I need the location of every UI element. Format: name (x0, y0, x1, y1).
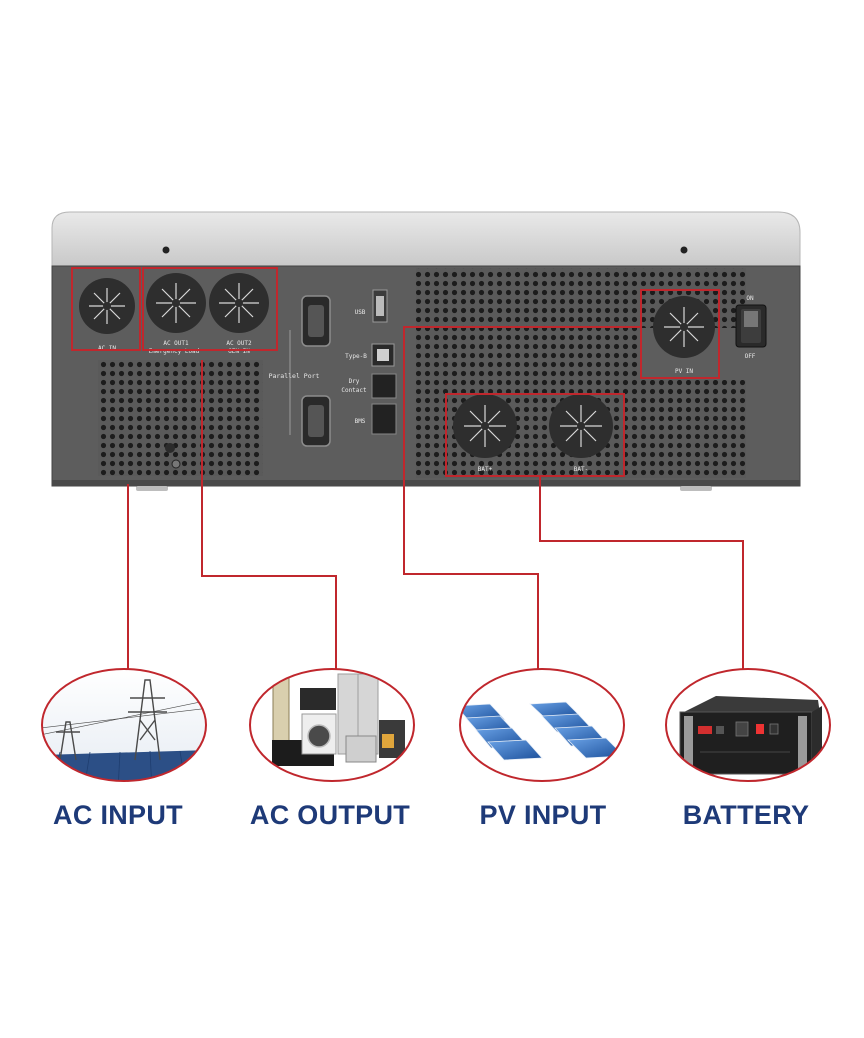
pv-input-image (459, 668, 625, 782)
ac-out1-label: AC OUT1 (163, 340, 189, 347)
battery-highlight (445, 393, 625, 477)
bat-plus-label: BAT+ (478, 466, 493, 473)
emergency-load-label: Emergency Load (149, 348, 200, 355)
ac-in-highlight (71, 267, 141, 351)
battery-connector-line (539, 476, 744, 670)
usb-port (372, 289, 388, 323)
bat-minus-label: BAT- (574, 466, 588, 473)
inverter-unit: AC IN AC OUT1 Emergency Load AC OUT2 GEN… (51, 211, 801, 491)
dry-label: Dry (349, 378, 360, 385)
type-b-port (371, 343, 395, 367)
switch-on-label: ON (746, 295, 754, 302)
ac-output-connector-line (201, 360, 337, 670)
power-tower-icon (42, 679, 206, 761)
vent-grille (640, 380, 746, 478)
vent-grille (416, 328, 640, 478)
solar-panels-icon (460, 701, 624, 761)
type-b-label: Type-B (345, 353, 367, 360)
bat-minus-gland (549, 394, 613, 458)
battery-image (665, 668, 831, 782)
mounting-screw (162, 246, 170, 254)
pv-in-gland (653, 296, 715, 358)
parallel-port-lower (301, 395, 331, 447)
ac-output-label: AC OUTPUT (249, 800, 411, 830)
bms-label: BMS (355, 418, 366, 425)
pv-in-highlight (640, 289, 720, 379)
ac-in-gland (79, 278, 135, 334)
ac-out2-label: AC OUT2 (226, 340, 252, 347)
parallel-port-upper (301, 295, 331, 347)
home-appliances-icon (272, 669, 405, 766)
pv-input-connector-line (403, 326, 641, 670)
ac-input-label: AC INPUT (53, 800, 183, 830)
battery-rack-icon (679, 696, 822, 775)
gen-in-label: GEN IN (228, 348, 250, 355)
dry-contact-port (371, 373, 397, 399)
bat-plus-gland (453, 394, 517, 458)
ac-in-label: AC IN (98, 345, 116, 352)
usb-label: USB (355, 309, 366, 316)
bms-port (371, 403, 397, 435)
battery-label: BATTERY (682, 800, 810, 830)
parallel-port-label: Parallel Port (269, 372, 320, 380)
vent-grille (98, 360, 263, 476)
contact-label: Contact (341, 387, 367, 394)
power-switch (735, 304, 767, 348)
ground-terminal (165, 443, 175, 453)
ac-out2-gland (209, 273, 269, 333)
ac-out1-gland (146, 273, 206, 333)
ac-input-image (41, 668, 207, 782)
pv-in-label: PV IN (675, 368, 693, 375)
ac-out-highlight (142, 267, 278, 351)
pv-input-label: PV INPUT (479, 800, 607, 830)
ground-screw (171, 459, 181, 469)
switch-off-label: OFF (745, 353, 756, 360)
ac-output-image (249, 668, 415, 782)
mounting-screw (680, 246, 688, 254)
